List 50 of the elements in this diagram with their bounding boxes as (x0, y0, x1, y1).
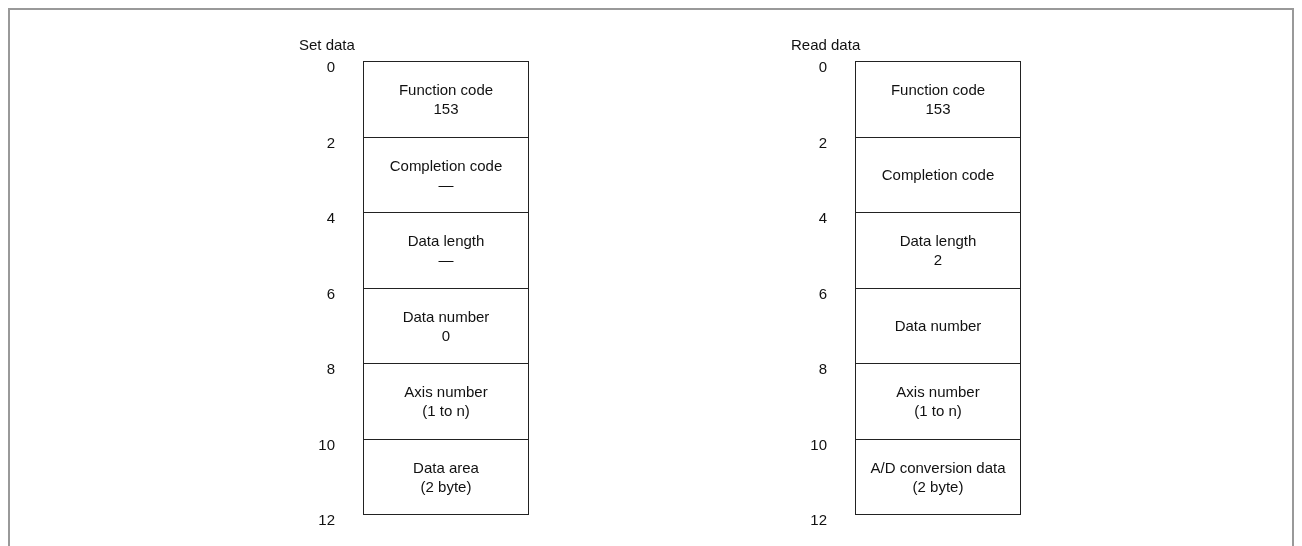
byte-offset: 8 (325, 360, 335, 378)
memory-field-box (855, 287, 1021, 364)
byte-offset: 2 (817, 133, 827, 152)
field-value: — (438, 174, 454, 194)
field-value: 0 (441, 325, 451, 345)
byte-offset: 12 (809, 511, 827, 529)
byte-offset: 8 (817, 360, 827, 378)
memory-field-box (363, 136, 529, 213)
field-value: 153 (925, 99, 951, 119)
field-value: 153 (433, 99, 459, 119)
field-name: Data number (894, 316, 982, 336)
field-name: Completion code (881, 165, 995, 185)
field-name: Data area (413, 457, 479, 477)
byte-offset: 12 (317, 511, 335, 529)
byte-offset: 6 (817, 284, 827, 303)
byte-offset: 2 (325, 133, 335, 152)
byte-offset: 4 (817, 209, 827, 227)
field-name: Data number (402, 306, 490, 326)
memory-field-box (363, 212, 529, 289)
memory-field-box (855, 136, 1021, 213)
column-heading: Read data (791, 36, 861, 54)
field-name: Function code (398, 80, 494, 100)
byte-offset: 4 (325, 209, 335, 227)
byte-offset: 0 (817, 58, 827, 76)
field-name: Axis number (896, 382, 980, 402)
field-name: Function code (890, 80, 986, 100)
byte-offset: 10 (809, 435, 827, 454)
memory-field-box (363, 61, 529, 138)
memory-field-box (855, 61, 1021, 138)
field-value: (1 to n) (422, 401, 470, 421)
memory-field-box (855, 363, 1021, 440)
memory-field-box (855, 438, 1021, 515)
field-name: Completion code (389, 155, 503, 175)
column-heading: Set data (299, 36, 355, 54)
byte-offset: 10 (317, 435, 335, 454)
field-name: Axis number (404, 382, 488, 402)
memory-field-box (363, 438, 529, 515)
field-value: (2 byte) (420, 476, 472, 496)
field-name: A/D conversion data (870, 457, 1006, 477)
byte-offset: 6 (325, 284, 335, 303)
memory-field-box (855, 212, 1021, 289)
field-name: Data length (899, 231, 977, 251)
field-value: (1 to n) (914, 401, 962, 421)
field-name: Data length (407, 231, 485, 251)
byte-offset: 0 (325, 58, 335, 76)
memory-field-box (363, 287, 529, 364)
field-value: (2 byte) (912, 476, 964, 496)
field-value: 2 (933, 250, 943, 270)
memory-field-box (363, 363, 529, 440)
field-value: — (438, 250, 454, 270)
